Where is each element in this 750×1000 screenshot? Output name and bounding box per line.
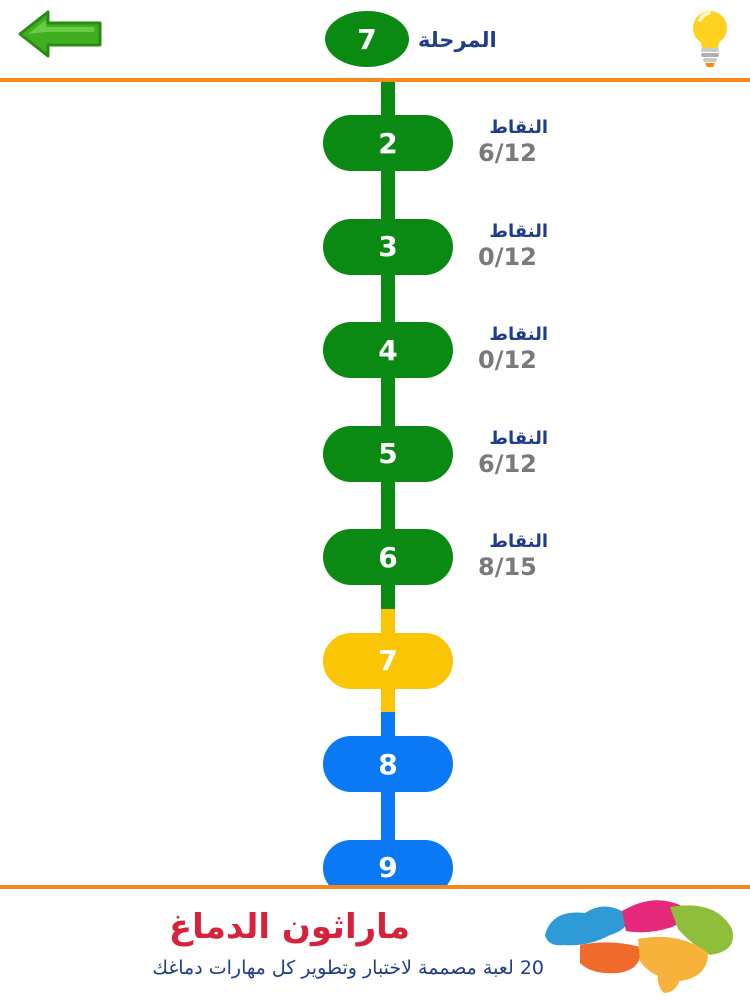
level-button-7[interactable]: 7: [323, 632, 453, 689]
top-bar: 7 المرحلة: [0, 0, 750, 78]
points-value: 0/12: [478, 242, 537, 271]
points-value: 0/12: [478, 346, 537, 374]
points-value: 6/12: [478, 449, 537, 478]
level-number: 2: [378, 126, 398, 160]
stage-label: المرحلة: [418, 28, 497, 52]
level-number: 9: [378, 851, 398, 884]
level-button-6[interactable]: 6: [323, 529, 453, 585]
level-button-5[interactable]: 5: [323, 425, 453, 482]
brain-logo-icon: [545, 900, 734, 993]
points-label: النقاط: [489, 117, 548, 138]
level-number: 8: [378, 747, 398, 781]
points-label: النقاط: [489, 531, 548, 552]
app-tagline: 20 لعبة مصممة لاختبار وتطوير كل مهارات د…: [152, 957, 544, 979]
level-number: 4: [378, 333, 398, 367]
footer-banner[interactable]: ماراثون الدماغ 20 لعبة مصممة لاختبار وتط…: [0, 889, 750, 1000]
header-divider: [0, 78, 750, 82]
points-label: النقاط: [489, 324, 548, 345]
stage-number: 7: [357, 22, 377, 56]
level-button-4[interactable]: 4: [323, 322, 453, 378]
app-title: ماراثون الدماغ: [168, 907, 410, 947]
points-label: النقاط: [489, 220, 548, 242]
level-number: 3: [378, 230, 398, 263]
level-button-9[interactable]: 9: [323, 839, 453, 885]
level-button-3[interactable]: 3: [323, 218, 453, 275]
level-number: 6: [378, 540, 398, 574]
points-label: النقاط: [489, 427, 548, 449]
level-number: 7: [378, 644, 398, 677]
level-button-8[interactable]: 8: [323, 736, 453, 792]
stage-number-badge: 7: [325, 11, 409, 67]
back-arrow-icon[interactable]: [18, 10, 104, 58]
points-value: 8/15: [478, 553, 537, 581]
footer-divider: [0, 885, 750, 889]
lightbulb-icon[interactable]: [686, 8, 734, 68]
points-value: 6/12: [478, 139, 537, 167]
level-number: 5: [378, 437, 398, 470]
level-button-2[interactable]: 2: [323, 115, 453, 171]
